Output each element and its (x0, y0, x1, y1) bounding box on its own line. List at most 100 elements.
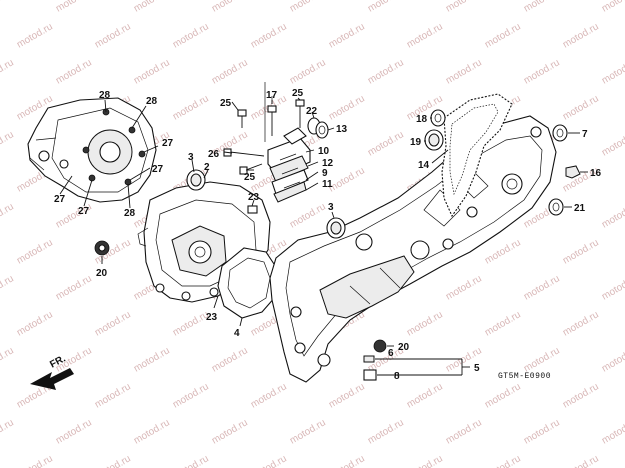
watermark-text: motod.ru (483, 309, 523, 338)
watermark-text: motod.ru (405, 381, 445, 410)
bearing-mid (326, 217, 346, 239)
watermark-text: motod.ru (132, 417, 172, 446)
watermark-text: motod.ru (522, 417, 562, 446)
watermark-text: motod.ru (249, 453, 289, 468)
watermark-text: motod.ru (171, 21, 211, 50)
watermark-text: motod.ru (0, 417, 16, 446)
watermark-text: motod.ru (522, 345, 562, 374)
watermark-text: motod.ru (561, 453, 601, 468)
watermark-text: motod.ru (600, 201, 625, 230)
callout-label: 2 (204, 162, 210, 173)
watermark-text: motod.ru (366, 417, 406, 446)
dowel-8 (363, 369, 377, 381)
callout-label: 19 (410, 137, 422, 148)
watermark-text: motod.ru (132, 57, 172, 86)
watermark-text: motod.ru (600, 345, 625, 374)
watermark-text: motod.ru (249, 21, 289, 50)
watermark-text: motod.ru (210, 345, 250, 374)
watermark-text: motod.ru (171, 453, 211, 468)
bolt-16 (565, 165, 581, 179)
watermark-text: motod.ru (54, 0, 94, 15)
callout-labels: 28 28 27 27 27 27 28 3 2 25 17 25 22 13 … (54, 88, 602, 382)
watermark-text: motod.ru (171, 381, 211, 410)
watermark-text: motod.ru (483, 453, 523, 468)
watermark-text: motod.ru (561, 93, 601, 122)
watermark-text: motod.ru (132, 0, 172, 15)
watermark-text: motod.ru (561, 21, 601, 50)
watermark-text: motod.ru (405, 453, 445, 468)
callout-label: 23 (248, 192, 260, 203)
callout-label: 25 (220, 98, 232, 109)
watermark-text: motod.ru (522, 57, 562, 86)
side-cover-part (27, 97, 157, 203)
callout-label: 5 (474, 363, 480, 374)
watermark-text: motod.ru (210, 57, 250, 86)
crankcase-gasket-part (441, 93, 513, 218)
front-arrow (30, 368, 74, 390)
watermark-text: motod.ru (288, 201, 328, 230)
watermark-text: motod.ru (0, 57, 16, 86)
seal-20-right (373, 339, 387, 353)
watermark-text: motod.ru (483, 237, 523, 266)
bearing-19 (424, 129, 444, 151)
callout-label: 20 (96, 268, 108, 279)
callout-label: 17 (266, 90, 278, 101)
callout-label: 27 (152, 164, 164, 175)
watermark-text: motod.ru (132, 345, 172, 374)
gasket-part (217, 247, 279, 319)
watermark-text: motod.ru (600, 273, 625, 302)
watermark-text: motod.ru (93, 453, 133, 468)
callout-label: 28 (146, 96, 158, 107)
watermark-text: motod.ru (15, 453, 55, 468)
watermark-text: motod.ru (54, 57, 94, 86)
watermark-text: motod.ru (0, 345, 16, 374)
diagram-code: GT5M-E0900 (498, 372, 551, 381)
watermark-text: motod.ru (327, 453, 367, 468)
watermark-text: motod.ru (327, 165, 367, 194)
bearing-left (186, 169, 206, 191)
leader-lines (59, 97, 588, 376)
watermark-text: motod.ru (15, 21, 55, 50)
callout-label: 13 (336, 124, 348, 135)
seal-20-left (94, 240, 110, 256)
watermark-text: motod.ru (327, 93, 367, 122)
reed-valve-assembly (267, 127, 311, 203)
callout-label: 25 (244, 172, 256, 183)
watermark-text: motod.ru (483, 21, 523, 50)
watermark-text: motod.ru (15, 237, 55, 266)
watermark-text: motod.ru (171, 309, 211, 338)
watermark-text: motod.ru (600, 129, 625, 158)
callout-label: 21 (574, 203, 586, 214)
callout-label: 12 (322, 158, 334, 169)
callout-label: 27 (78, 206, 90, 217)
watermark-text: motod.ru (54, 273, 94, 302)
watermark-text: motod.ru (405, 309, 445, 338)
watermark-text: motod.ru (327, 21, 367, 50)
watermark-text: motod.ru (288, 57, 328, 86)
watermark-text: motod.ru (171, 93, 211, 122)
callout-label: 27 (162, 138, 174, 149)
watermark-text: motod.ru (210, 417, 250, 446)
watermark-text: motod.ru (93, 381, 133, 410)
watermark-text: motod.ru (0, 0, 16, 15)
watermark-text: motod.ru (93, 21, 133, 50)
watermark-text: motod.ru (288, 417, 328, 446)
callout-label: 9 (322, 168, 328, 179)
watermark-text: motod.ru (54, 417, 94, 446)
watermark-text: motod.ru (483, 381, 523, 410)
watermark-text: motod.ru (600, 417, 625, 446)
callout-label: 26 (208, 149, 220, 160)
callout-label: 3 (328, 202, 334, 213)
watermark-text: motod.ru (600, 57, 625, 86)
watermark-text: motod.ru (444, 273, 484, 302)
callout-label: 3 (188, 152, 194, 163)
seal-18 (430, 109, 446, 127)
callout-label: 8 (394, 371, 400, 382)
callout-label: 11 (322, 179, 333, 190)
dowel-6 (363, 355, 375, 363)
watermark-text: motod.ru (249, 381, 289, 410)
callout-label: 4 (234, 328, 240, 339)
